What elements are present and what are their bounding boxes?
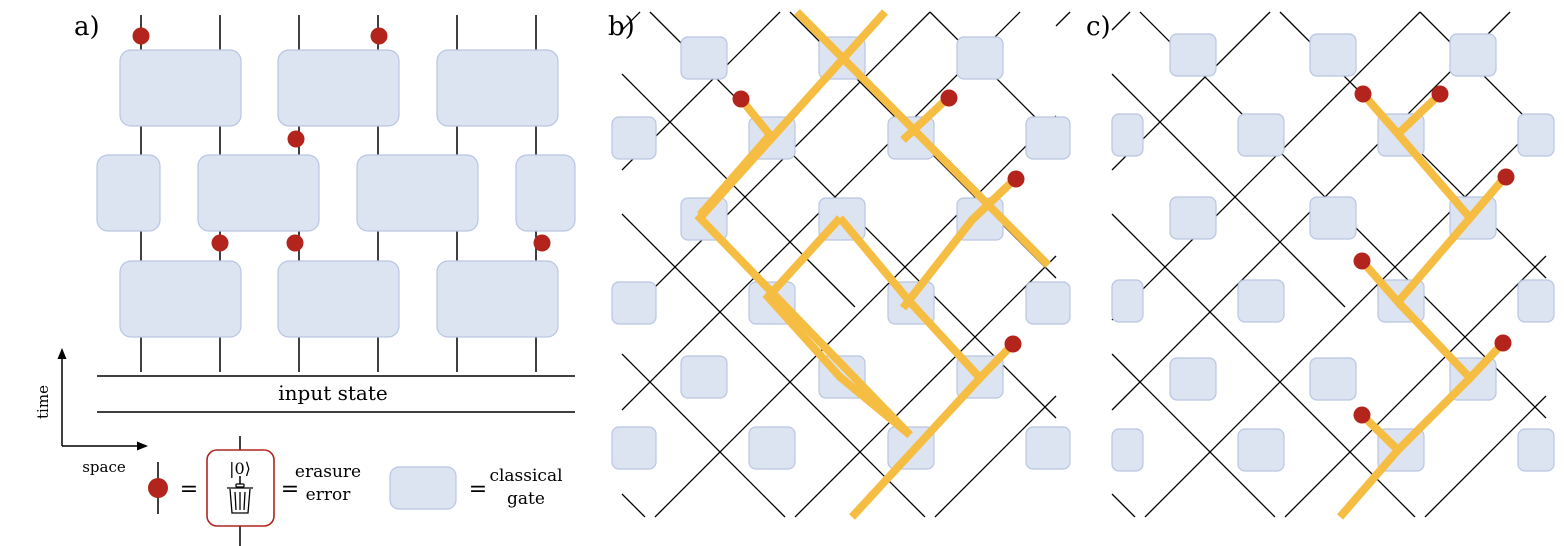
erasure-error-dot	[533, 234, 551, 252]
erasure-error-dot	[1354, 85, 1372, 103]
gate	[611, 281, 657, 325]
gate	[680, 36, 728, 80]
erasure-errors-c	[1353, 85, 1515, 424]
trash-can-icon	[227, 483, 253, 514]
light-path	[1336, 447, 1402, 520]
ket-zero-label: |0⟩	[229, 459, 251, 478]
erasure-error-dot	[132, 27, 150, 45]
gate	[956, 36, 1004, 80]
gate	[356, 154, 479, 232]
gate	[1449, 33, 1497, 77]
erasure-error-dot	[1497, 168, 1515, 186]
space-axis-label: space	[82, 458, 126, 476]
light-path	[694, 9, 913, 438]
erasure-error-dot	[1353, 252, 1371, 270]
gate	[197, 154, 320, 232]
erasure-error-dot	[1007, 170, 1025, 188]
gate	[1517, 113, 1555, 157]
gate-label-line1: classical	[489, 466, 562, 486]
panel-c: c)	[1086, 11, 1555, 520]
erasure-error-dot	[1494, 334, 1512, 352]
time-axis-label: time	[34, 385, 52, 419]
gate	[1237, 279, 1285, 323]
gate	[436, 49, 559, 127]
gate	[277, 260, 400, 338]
panel-b-lattice	[621, 11, 1071, 518]
gate	[1025, 281, 1071, 325]
erasure-error-dot	[211, 234, 229, 252]
gate	[119, 49, 242, 127]
panel-a: a) input state	[34, 12, 576, 546]
erasure-label-line1: erasure	[295, 462, 361, 482]
light-path	[794, 9, 1051, 268]
gate	[887, 116, 935, 160]
erasure-error-dot	[732, 90, 750, 108]
gate	[748, 426, 796, 470]
gate-layer-2	[96, 154, 576, 232]
gate	[1169, 33, 1217, 77]
gate	[1111, 113, 1144, 157]
erasure-error-dot	[940, 89, 958, 107]
gate	[96, 154, 161, 232]
erasure-error-dot	[1353, 406, 1371, 424]
gate	[277, 49, 400, 127]
panel-b: b)	[608, 9, 1071, 520]
light-path	[899, 175, 1019, 311]
gate	[1309, 196, 1357, 240]
gate	[1111, 279, 1144, 323]
time-arrow-icon	[57, 348, 67, 359]
gate	[1025, 426, 1071, 470]
gate	[1517, 279, 1555, 323]
gate	[1169, 196, 1217, 240]
legend-equals-1: =	[180, 477, 198, 502]
gate	[1309, 357, 1357, 401]
panel-c-label: c)	[1086, 12, 1111, 42]
gate	[611, 426, 657, 470]
panel-b-paths	[694, 9, 1051, 520]
light-path	[836, 215, 1016, 384]
erasure-error-dot	[287, 130, 305, 148]
gate	[1111, 428, 1144, 472]
gate-layer-1	[119, 49, 559, 127]
panel-b-label: b)	[608, 12, 635, 42]
panel-a-label: a)	[74, 12, 100, 42]
panel-c-paths	[1336, 91, 1509, 520]
legend-equals-2: =	[281, 477, 299, 502]
erasure-error-dot	[1431, 85, 1449, 103]
light-path	[762, 215, 913, 439]
space-arrow-icon	[137, 441, 148, 451]
panel-c-lattice	[1111, 11, 1547, 518]
legend-equals-3: =	[469, 477, 487, 502]
gate	[1517, 428, 1555, 472]
erasure-errors-b	[732, 89, 1025, 353]
erasure-error-dot	[1004, 335, 1022, 353]
gate	[1169, 357, 1217, 401]
erasure-error-dot	[286, 234, 304, 252]
gate	[515, 154, 576, 232]
input-state-label: input state	[278, 381, 387, 405]
legend: = |0⟩ = erasure error = classical gate	[148, 436, 563, 546]
legend-gate	[389, 466, 457, 510]
light-path	[696, 95, 776, 218]
erasure-error-dot	[370, 27, 388, 45]
legend-erasure-dot	[148, 478, 168, 498]
gate	[611, 116, 657, 160]
gate	[680, 355, 728, 399]
gate	[1237, 113, 1285, 157]
light-path	[849, 375, 983, 520]
light-path	[900, 94, 952, 143]
gate	[1237, 428, 1285, 472]
gate-label-line2: gate	[507, 489, 545, 509]
gate	[436, 260, 559, 338]
gate	[119, 260, 242, 338]
gate-layer-3	[119, 260, 559, 338]
erasure-label-line2: error	[306, 485, 352, 505]
erasure-errors-a	[132, 27, 551, 252]
gate	[1309, 33, 1357, 77]
axes: time space	[34, 348, 148, 476]
gate	[1025, 116, 1071, 160]
